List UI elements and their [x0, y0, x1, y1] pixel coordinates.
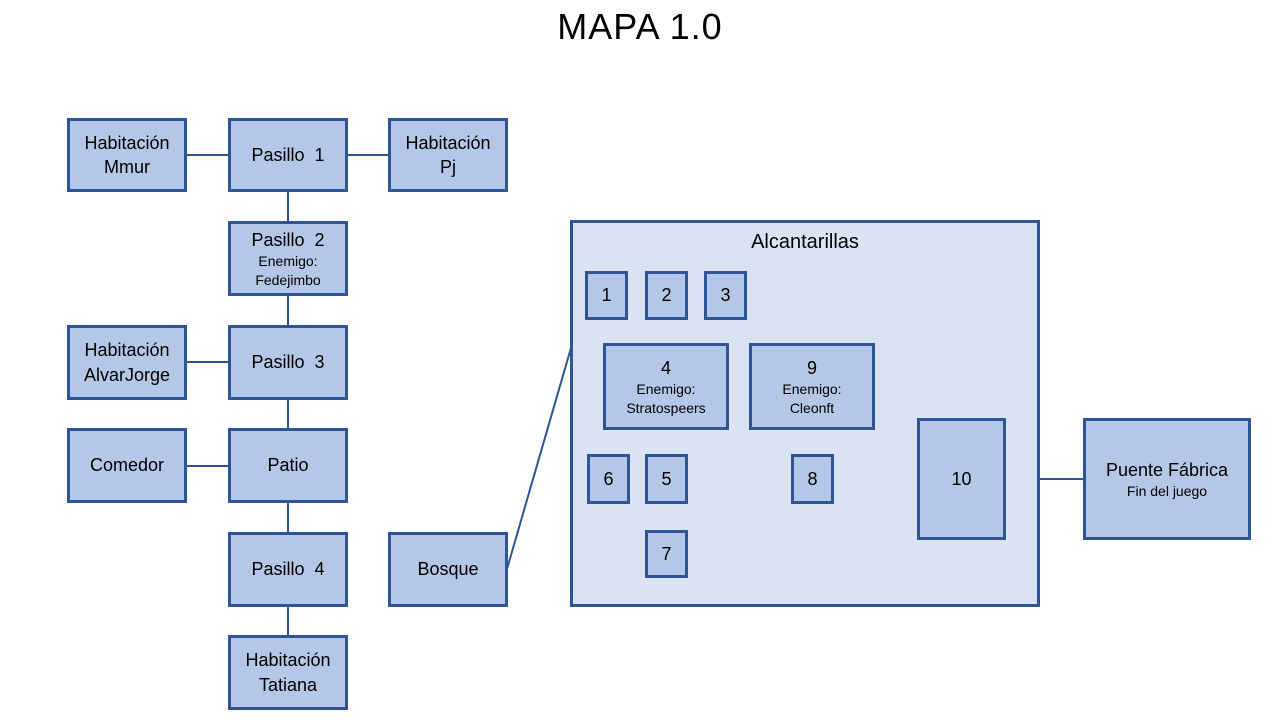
room-number: 8 — [807, 468, 818, 489]
sewer-room-9: 9 Enemigo: Cleonft — [749, 343, 875, 430]
diagram-title: MAPA 1.0 — [557, 6, 723, 47]
sewer-room-3: 3 — [704, 271, 747, 320]
node-pasillo-4: Pasillo 4 — [228, 532, 348, 607]
node-bosque: Bosque — [388, 532, 508, 607]
node-puente-fabrica: Puente Fábrica Fin del juego — [1083, 418, 1251, 540]
node-habitacion-alvarjorge: Habitación AlvarJorge — [67, 325, 187, 400]
node-label: Pasillo 4 — [251, 559, 325, 580]
room-number: 4 — [660, 358, 671, 379]
sewer-room-2: 2 — [645, 271, 688, 320]
node-label: Puente Fábrica — [1105, 459, 1229, 480]
enemy-label: Enemigo: — [258, 253, 318, 270]
room-number: 10 — [951, 468, 972, 489]
node-label: Habitación — [84, 340, 170, 361]
node-label: Bosque — [417, 559, 479, 580]
node-label: Habitación — [84, 132, 170, 153]
node-label: Pasillo 3 — [251, 352, 325, 373]
node-habitacion-pj: Habitación Pj — [388, 118, 508, 192]
node-label: Pasillo 1 — [251, 144, 325, 165]
enemy-name: Cleonft — [789, 399, 835, 416]
node-label: Comedor — [89, 455, 165, 476]
room-number: 9 — [806, 358, 817, 379]
node-habitacion-mmur: Habitación Mmur — [67, 118, 187, 192]
room-number: 6 — [603, 468, 614, 489]
node-label: Pj — [439, 157, 456, 177]
enemy-name: Stratospeers — [626, 399, 706, 416]
node-label: Habitación — [245, 650, 331, 671]
node-sublabel: Fin del juego — [1126, 483, 1208, 500]
node-pasillo-2: Pasillo 2 Enemigo: Fedejimbo — [228, 221, 348, 296]
node-label: Mmur — [104, 157, 150, 177]
room-number: 7 — [661, 543, 672, 564]
node-label: AlvarJorge — [83, 364, 171, 385]
node-patio: Patio — [228, 428, 348, 503]
room-number: 5 — [661, 468, 672, 489]
node-habitacion-tatiana: Habitación Tatiana — [228, 635, 348, 710]
sewer-room-8: 8 — [791, 454, 834, 504]
sewer-room-10: 10 — [917, 418, 1006, 540]
node-label: Habitación — [405, 132, 491, 153]
enemy-label: Enemigo: — [636, 381, 696, 398]
node-label: Pasillo 2 — [251, 230, 325, 251]
sewer-room-7: 7 — [645, 530, 688, 578]
sewer-room-1: 1 — [585, 271, 628, 320]
sewer-room-4: 4 Enemigo: Stratospeers — [603, 343, 729, 430]
enemy-label: Enemigo: — [782, 381, 842, 398]
room-number: 1 — [601, 285, 612, 306]
sewer-room-6: 6 — [587, 454, 630, 504]
node-label: Tatiana — [258, 674, 318, 695]
sewer-room-5: 5 — [645, 454, 688, 504]
room-number: 3 — [720, 285, 731, 306]
enemy-name: Fedejimbo — [255, 271, 321, 288]
node-pasillo-1: Pasillo 1 — [228, 118, 348, 192]
node-label: Patio — [267, 455, 309, 476]
room-number: 2 — [661, 285, 672, 306]
node-pasillo-3: Pasillo 3 — [228, 325, 348, 400]
region-label: Alcantarillas — [751, 231, 859, 253]
node-comedor: Comedor — [67, 428, 187, 503]
